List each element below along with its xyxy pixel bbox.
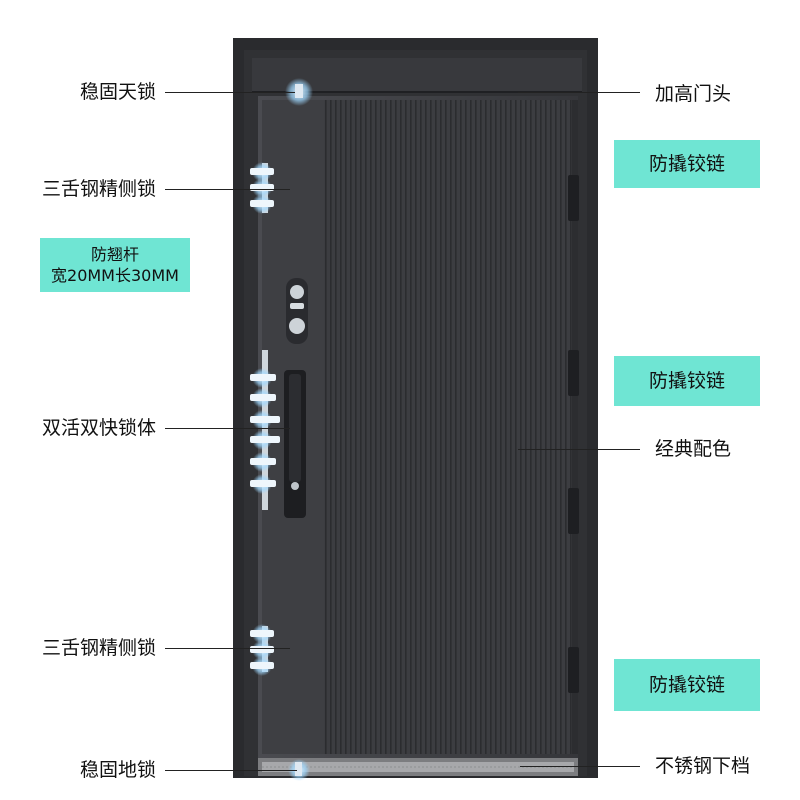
label-steel-threshold: 不锈钢下档 bbox=[655, 755, 751, 777]
top-lock-icon bbox=[295, 84, 303, 98]
bottom-lock-icon bbox=[295, 762, 302, 776]
label-main-lock: 双活双快锁体 bbox=[41, 417, 156, 439]
door-handle-icon bbox=[284, 370, 306, 518]
smart-lock-icon bbox=[286, 278, 308, 344]
leader-line bbox=[165, 92, 295, 93]
leader-line bbox=[165, 189, 290, 190]
leader-line bbox=[165, 770, 297, 771]
label-raised-header: 加高门头 bbox=[655, 83, 732, 105]
anti-pry-bar-title: 防翘杆 bbox=[90, 245, 139, 264]
label-bottom-lock: 稳固地锁 bbox=[79, 759, 156, 781]
hinge-icon bbox=[568, 488, 579, 534]
badge-anti-pry-bar: 防翘杆 宽20MM长30MM bbox=[40, 238, 190, 292]
badge-hinge-2: 防撬铰链 bbox=[614, 356, 760, 406]
lower-side-lock-icon bbox=[250, 624, 274, 676]
label-side-lock-upper: 三舌钢精侧锁 bbox=[41, 178, 156, 200]
leader-line bbox=[518, 92, 640, 93]
leader-line bbox=[165, 648, 290, 649]
label-top-lock: 稳固天锁 bbox=[79, 81, 156, 103]
grooved-panel bbox=[324, 100, 572, 754]
hinge-icon bbox=[568, 350, 579, 396]
hinge-icon bbox=[568, 175, 579, 221]
leader-line bbox=[518, 449, 640, 450]
badge-hinge-1: 防撬铰链 bbox=[614, 140, 760, 188]
badge-hinge-3: 防撬铰链 bbox=[614, 659, 760, 711]
hinge-icon bbox=[568, 647, 579, 693]
anti-pry-bar-spec: 宽20MM长30MM bbox=[51, 266, 179, 285]
label-classic-color: 经典配色 bbox=[655, 438, 732, 460]
main-lock-bolts-icon bbox=[250, 350, 280, 510]
door-edge bbox=[572, 100, 578, 754]
leader-line bbox=[165, 428, 290, 429]
label-side-lock-lower: 三舌钢精侧锁 bbox=[41, 637, 156, 659]
leader-line bbox=[520, 766, 640, 767]
upper-side-lock-icon bbox=[250, 162, 274, 214]
